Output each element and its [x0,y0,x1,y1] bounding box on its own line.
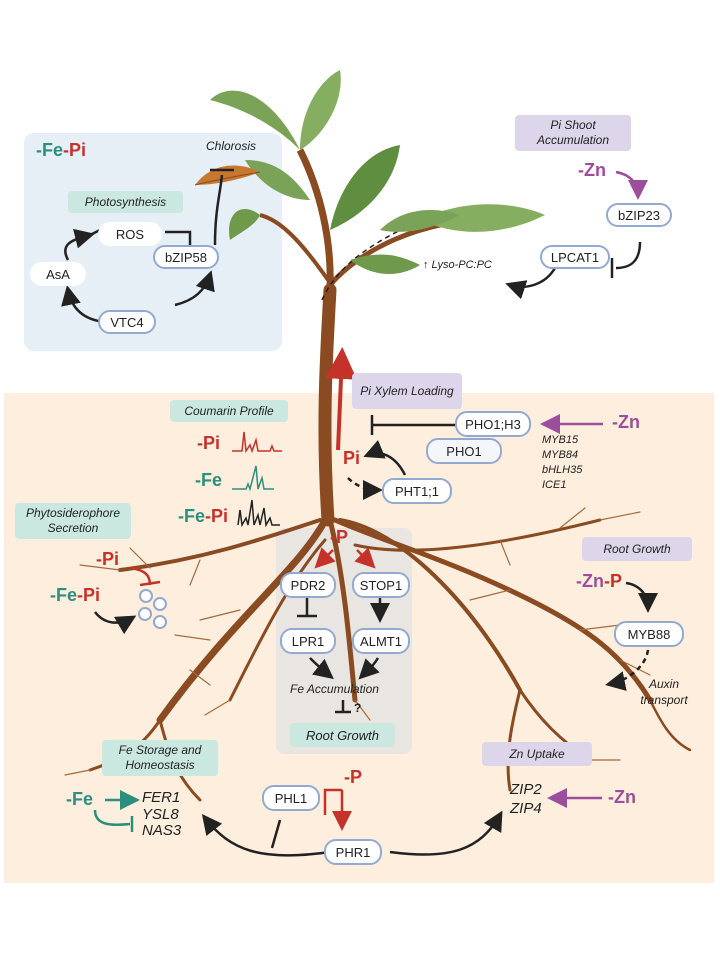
auxin-transport-label: Auxin transport [640,677,688,707]
myb15-label: MYB15 [542,434,579,446]
fer1-label: FER1 [142,789,181,806]
center-minus-p: -P [330,527,348,547]
zn-deficiency-bottom: -Zn [608,787,636,807]
zn-uptake-label: Zn Uptake [482,742,592,766]
phytosiderophore-label: Phytosiderophore Secretion [15,503,131,539]
vtc4-node: VTC4 [98,310,156,334]
pi-label: Pi [343,448,361,468]
photosynthesis-label: Photosynthesis [68,191,183,213]
stop1-node: STOP1 [352,572,410,598]
pi-xylem-loading-label: Pi Xylem Loading [352,373,462,409]
pho1h3-node: PHO1;H3 [455,411,531,437]
bhlh35-label: bHLH35 [542,464,583,476]
nas3-label: NAS3 [142,822,182,839]
center-root-growth-label: Root Growth [290,723,395,747]
coumarin-pi-label: -Pi [197,433,221,453]
coumarin-fe-pi-label: -Fe-Pi [178,506,229,526]
fe-accumulation-label: Fe Accumulation [290,682,379,696]
bzip23-node: bZIP23 [606,203,672,227]
phyto-pi-label: -Pi [96,549,120,569]
fe-deficiency-bottom: -Fe [66,789,93,809]
zn-deficiency-top: -Zn [578,160,606,180]
coumarin-profile-label: Coumarin Profile [170,400,288,422]
bzip58-node: bZIP58 [153,245,219,269]
root-growth-label: Root Growth [582,537,692,561]
fe-storage-label: Fe Storage and Homeostasis [102,740,218,776]
zn-deficiency-middle: -Zn [612,412,640,432]
ice1-label: ICE1 [542,479,567,491]
almt1-node: ALMT1 [352,628,410,654]
pht1-node: PHT1;1 [382,478,452,504]
zn-p-deficiency-label: -Zn-P [576,571,622,591]
lyso-pc-ratio-label: ↑ Lyso-PC:PC [423,259,492,271]
lpr1-node: LPR1 [280,628,336,654]
zip4-label: ZIP4 [510,800,542,817]
asa-node: AsA [30,262,86,286]
pdr2-node: PDR2 [280,572,336,598]
phr1-node: PHR1 [324,839,382,865]
pho1-node: PHO1 [426,438,502,464]
myb84-label: MYB84 [542,449,579,461]
zip2-label: ZIP2 [510,781,542,798]
ros-node: ROS [98,222,162,246]
lpcat1-node: LPCAT1 [540,245,610,269]
phl1-node: PHL1 [262,785,320,811]
fe-pi-deficiency-title: -Fe-Pi [36,140,87,160]
ysl8-label: YSL8 [142,806,179,823]
bottom-minus-p: -P [344,767,362,787]
myb88-node: MYB88 [614,621,684,647]
phyto-fe-pi-label: -Fe-Pi [50,585,101,605]
coumarin-fe-label: -Fe [195,470,222,490]
pi-shoot-accumulation-label: Pi Shoot Accumulation [515,115,631,151]
chlorosis-label: Chlorosis [206,139,257,153]
unknown-link-label: ? [354,701,362,715]
